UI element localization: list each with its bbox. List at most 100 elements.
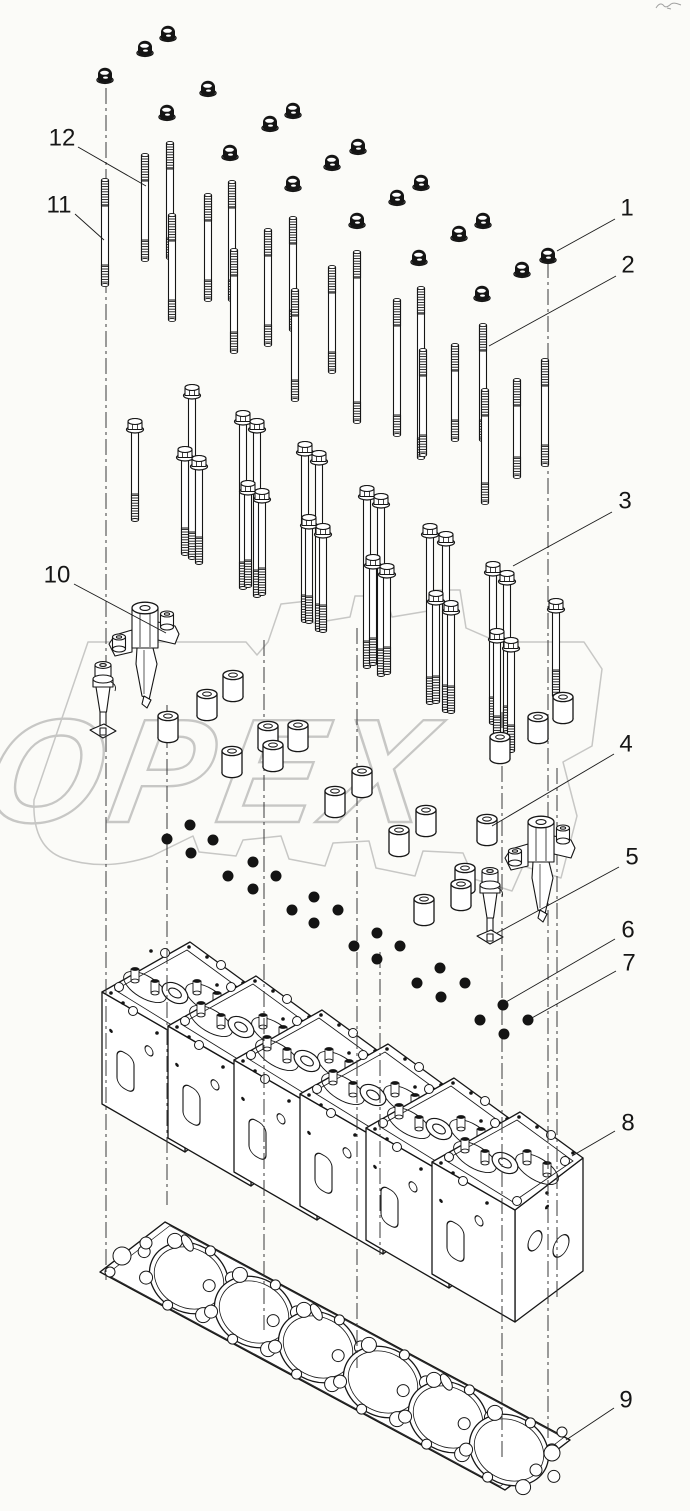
- callout-label-5: 5: [625, 844, 638, 871]
- cylinder-head-stud: [203, 192, 213, 303]
- corner-scribble: [655, 2, 682, 10]
- callout-label-9: 9: [619, 1387, 632, 1414]
- callout-label-2: 2: [621, 252, 634, 279]
- sealing-washer: [371, 927, 383, 939]
- injector-spacer-sleeve: [413, 893, 435, 927]
- flange-nut: [323, 154, 341, 172]
- cylinder-head-stud: [290, 287, 300, 403]
- callout-leader-9: [565, 1407, 615, 1441]
- cylinder-head-stud: [480, 387, 490, 506]
- hex-head-bolt: [238, 479, 258, 588]
- watermark-gear-outline: [33, 589, 603, 892]
- flange-nut: [136, 40, 154, 58]
- injector-spacer-sleeve: [489, 731, 511, 765]
- injector-spacer-sleeve: [196, 688, 218, 722]
- sealing-washer: [332, 904, 344, 916]
- flange-nut: [261, 115, 279, 133]
- flange-nut: [388, 189, 406, 207]
- cylinder-head-block: [431, 1111, 584, 1323]
- hex-head-bolt: [233, 409, 253, 590]
- flange-nut: [96, 67, 114, 85]
- sealing-washer: [394, 940, 406, 952]
- injector-spacer-sleeve: [222, 669, 244, 703]
- hex-head-bolt: [313, 522, 333, 633]
- flange-nut: [159, 25, 177, 43]
- callout-leader-7: [529, 970, 617, 1020]
- injector-nozzle: [89, 661, 117, 739]
- injector-spacer-sleeve: [324, 785, 346, 819]
- injector-spacer-sleeve: [415, 804, 437, 838]
- sealing-washer: [459, 977, 471, 989]
- flange-nut: [349, 138, 367, 156]
- flange-nut: [348, 212, 366, 230]
- flange-nut: [158, 104, 176, 122]
- sealing-washer: [161, 833, 173, 845]
- injector-spacer-sleeve: [287, 719, 309, 753]
- cylinder-head-stud: [327, 264, 337, 375]
- hex-head-bolt: [371, 492, 391, 677]
- sealing-washer: [207, 834, 219, 846]
- hex-head-bolt: [377, 562, 397, 675]
- cylinder-head-stud: [512, 377, 522, 480]
- callout-label-7: 7: [622, 950, 635, 977]
- injector-spacer-sleeve: [388, 824, 410, 858]
- sealing-washer: [498, 1028, 510, 1040]
- callout-leader-3: [512, 511, 613, 567]
- cylinder-head-stud: [140, 152, 150, 263]
- sealing-washer: [522, 1014, 534, 1026]
- sealing-washer: [222, 870, 234, 882]
- callout-label-6: 6: [621, 917, 634, 944]
- callout-leader-6: [505, 938, 616, 1003]
- sealing-washer: [286, 904, 298, 916]
- callout-label-1: 1: [620, 195, 633, 222]
- injector-spacer-sleeve: [351, 765, 373, 799]
- hex-head-bolt: [252, 487, 272, 596]
- callout-label-11: 11: [47, 192, 72, 219]
- head-gasket: [99, 1221, 571, 1496]
- gasket-bore: [468, 1413, 550, 1487]
- callout-leader-5: [496, 866, 620, 934]
- callout-label-4: 4: [619, 731, 632, 758]
- flange-nut: [284, 175, 302, 193]
- injector-spacer-sleeve: [476, 813, 498, 847]
- injector-spacer-sleeve: [262, 739, 284, 773]
- callout-label-3: 3: [618, 488, 631, 515]
- flange-nut: [539, 247, 557, 265]
- sealing-washer: [434, 962, 446, 974]
- hex-head-bolt: [436, 530, 456, 713]
- flange-nut: [473, 285, 491, 303]
- hex-head-bolt: [363, 553, 383, 666]
- flange-nut: [450, 225, 468, 243]
- cylinder-head-stud: [263, 227, 273, 348]
- hex-head-bolt: [546, 597, 566, 698]
- sealing-washer: [497, 999, 509, 1011]
- injector-clamp-assembly: [108, 601, 180, 709]
- sealing-washer: [270, 870, 282, 882]
- sealing-washer: [411, 977, 423, 989]
- cylinder-heads: [101, 941, 584, 1323]
- sealing-washer: [247, 883, 259, 895]
- sealing-washer: [348, 940, 360, 952]
- sealing-washer: [185, 847, 197, 859]
- sealing-washer: [308, 917, 320, 929]
- hex-head-bolt: [189, 454, 209, 565]
- injector-clamp-assembly: [504, 815, 576, 923]
- injector-nozzle: [476, 867, 504, 945]
- cylinder-head-stud: [352, 249, 362, 425]
- sealing-washer: [371, 953, 383, 965]
- hex-head-bolt: [441, 599, 461, 714]
- injector-spacer-sleeve: [527, 711, 549, 745]
- flange-nut: [513, 261, 531, 279]
- callout-leader-10: [73, 583, 167, 634]
- cylinder-head-stud: [167, 212, 177, 323]
- injector-spacer-sleeve: [450, 878, 472, 912]
- callout-label-8: 8: [621, 1110, 634, 1137]
- sealing-washer: [308, 891, 320, 903]
- sealing-washer: [184, 819, 196, 831]
- callout-leader-2: [488, 275, 617, 347]
- callout-leader-4: [491, 753, 615, 827]
- flange-nut: [410, 249, 428, 267]
- callout-leader-8: [571, 1130, 616, 1157]
